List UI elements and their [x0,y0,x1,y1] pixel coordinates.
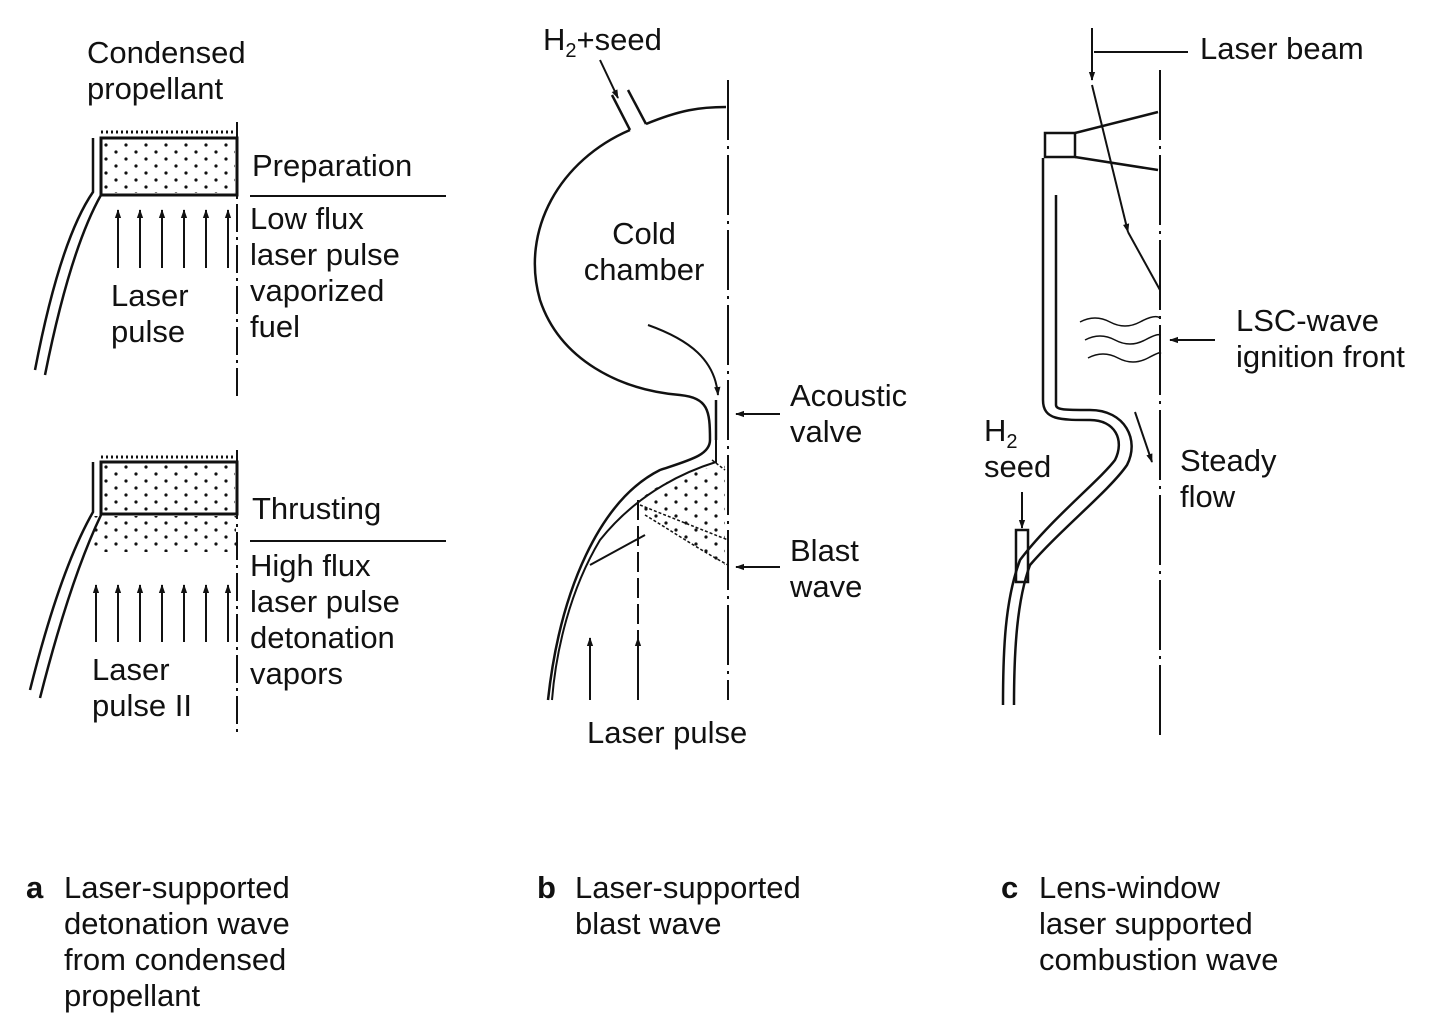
low-flux-label: Low flux laser pulse vaporized fuel [250,201,400,345]
seed-text: seed [984,449,1052,484]
laser-pulse-b-label: Laser pulse [587,715,748,750]
high-flux-label: High flux laser pulse detonation vapors [250,548,400,692]
seed-text: +seed [576,22,662,57]
caption-letter: c [1001,870,1019,905]
caption-line: laser supported [1039,906,1253,941]
panel-a-diagram [28,122,446,735]
panel-b-diagram [533,59,780,701]
subscript-2: 2 [565,40,577,63]
label-line: laser pulse [250,237,400,272]
label-line: Acoustic [790,378,908,413]
label-line: High flux [250,548,371,583]
laser-pulse-arrows-top [114,209,232,268]
cold-chamber-label: Cold chamber [574,216,714,288]
propellant-chamber-bottom [28,450,446,735]
label-line: fuel [250,309,300,344]
caption-letter: b [537,870,556,905]
caption-line: detonation wave [64,906,290,941]
label-line: vaporized [250,273,385,308]
caption-c: c Lens-window laser supported combustion… [1001,870,1331,985]
caption-text: Lens-window laser supported combustion w… [1039,870,1279,978]
caption-line: Lens-window [1039,870,1220,905]
caption-text: Laser-supported detonation wave from con… [64,870,290,1014]
caption-a: a Laser-supported detonation wave from c… [26,870,366,1020]
label-line: Condensed [87,35,246,70]
h2-seed-label: H2 seed [984,413,1051,485]
label-line: laser pulse [250,584,400,619]
cold-chamber-wall [533,128,712,701]
caption-line: propellant [64,978,201,1013]
label-line: propellant [87,71,224,106]
caption-line: blast wave [575,906,722,941]
label-line: Laser [92,652,170,687]
laser-beam-label: Laser beam [1200,31,1364,66]
thrusting-label: Thrusting [252,491,382,526]
label-line: pulse II [92,688,192,723]
label-line: Cold [612,216,676,251]
preparation-label: Preparation [252,148,413,183]
laser-pulse-label: Laser pulse [111,278,189,350]
caption-line: Laser-supported [64,870,290,905]
lsc-wave-label: LSC-wave ignition front [1236,303,1405,375]
lsc-wave-lines [1079,315,1162,363]
laser-pulse-arrows-bottom [92,584,232,642]
propellant-chamber-top [33,122,446,400]
caption-b: b Laser-supported blast wave [537,870,867,950]
label-line: flow [1180,479,1236,514]
blast-wave-label: Blast wave [790,533,862,605]
caption-letter: a [26,870,44,905]
label-line: ignition front [1236,339,1405,374]
label-line: detonation [250,620,395,655]
label-line: Low flux [250,201,364,236]
h2-seed-inlet-label: H2+seed [543,22,662,61]
label-line: Laser [111,278,189,313]
blast-wave-region [640,465,725,565]
panel-c-diagram [1001,28,1215,735]
subscript-2: 2 [1006,431,1018,454]
label-line: Steady [1180,443,1277,478]
h-symbol: H [984,413,1007,448]
h-symbol: H [543,22,566,57]
label-line: vapors [250,656,344,691]
caption-line: Laser-supported [575,870,801,905]
caption-line: from condensed [64,942,287,977]
label-line: chamber [583,252,705,287]
thruster-wall [1001,158,1121,706]
condensed-propellant-label: Condensed propellant [87,35,246,107]
label-line: Blast [790,533,859,568]
caption-text: Laser-supported blast wave [575,870,801,942]
acoustic-valve-label: Acoustic valve [790,378,907,450]
caption-line: combustion wave [1039,942,1279,977]
label-line: pulse [111,314,186,349]
label-line: wave [790,569,863,604]
steady-flow-label: Steady flow [1180,443,1277,515]
label-line: valve [790,414,863,449]
laser-pulse-ii-label: Laser pulse II [92,652,192,724]
h2-line: H2 [984,413,1051,452]
label-line: LSC-wave [1236,303,1379,338]
